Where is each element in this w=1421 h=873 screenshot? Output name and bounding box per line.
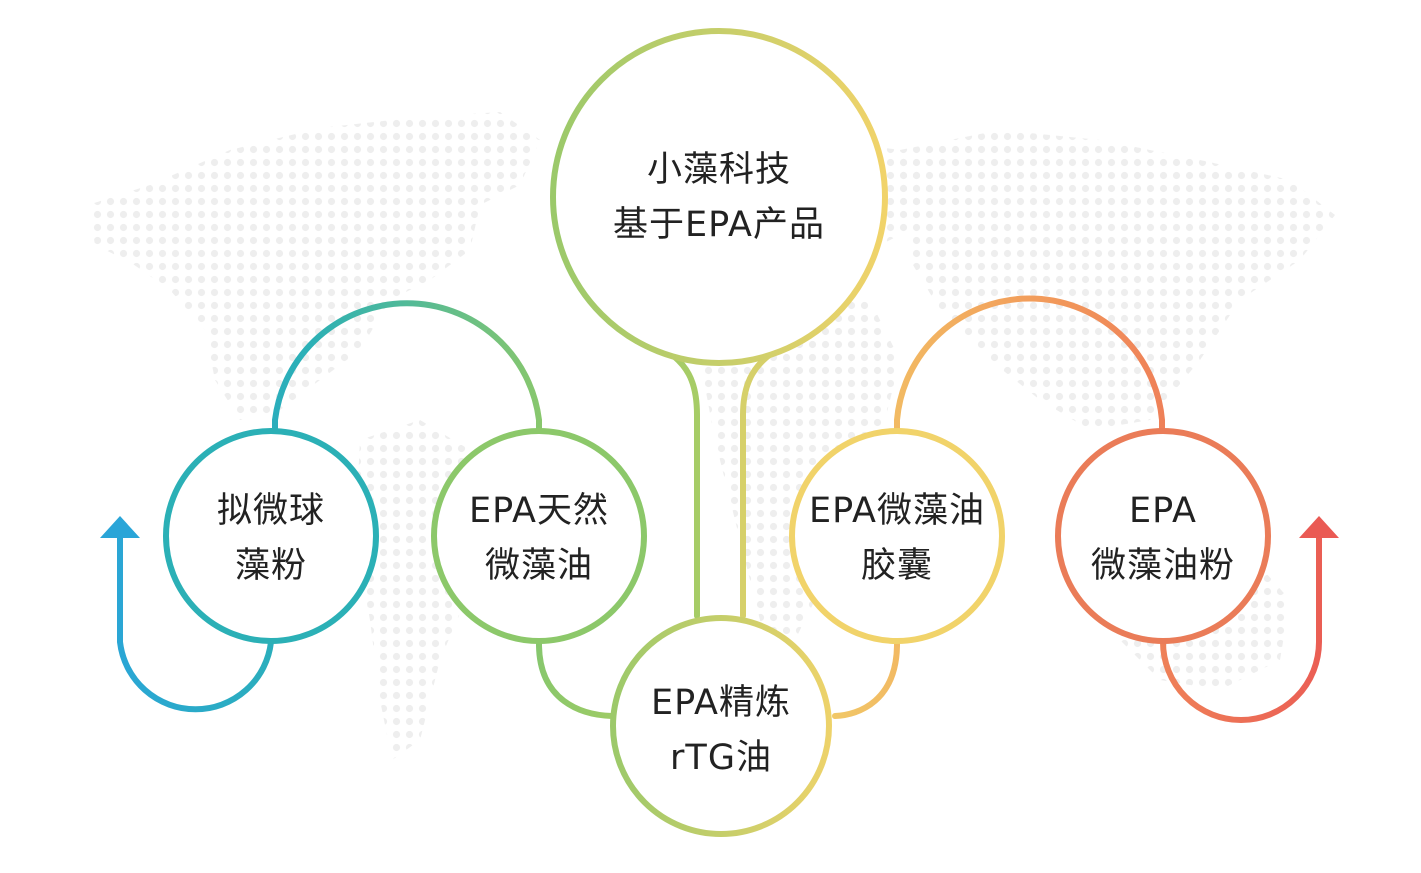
microsphere-powder-label: 拟微球 藻粉 bbox=[171, 484, 371, 594]
product-circle-natural-oil bbox=[431, 428, 647, 644]
product-circle-capsule bbox=[789, 428, 1005, 644]
map-north-america bbox=[88, 112, 540, 420]
hub-label-line1: 小藻科技 bbox=[646, 150, 791, 190]
world-map-background bbox=[88, 112, 1335, 760]
left-arrow-loop bbox=[117, 531, 274, 713]
hub-circle bbox=[550, 28, 888, 366]
right-lower-connector bbox=[832, 639, 900, 719]
up-arrow-left-icon bbox=[100, 516, 140, 538]
algal-oil-capsule-label: EPA微藻油 胶囊 bbox=[787, 484, 1007, 594]
refined-circle bbox=[610, 615, 832, 837]
refined-rtg-oil-label: EPA精炼 rTG油 bbox=[621, 676, 821, 786]
up-arrow-right-icon bbox=[1299, 516, 1339, 538]
natural-oil-label-line1: EPA天然 bbox=[469, 491, 609, 531]
product-circle-microsphere bbox=[163, 428, 379, 644]
microsphere-label-line1: 拟微球 bbox=[216, 491, 325, 531]
natural-algal-oil-label: EPA天然 微藻油 bbox=[439, 484, 639, 594]
map-asia bbox=[900, 130, 1335, 430]
microsphere-label-line2: 藻粉 bbox=[234, 546, 307, 586]
refined-label-line1: EPA精炼 bbox=[651, 683, 791, 723]
oil-powder-label-line1: EPA bbox=[1129, 491, 1197, 531]
left-lower-connector bbox=[536, 639, 615, 719]
hub-label-line2: 基于EPA产品 bbox=[613, 205, 825, 245]
natural-oil-label-line2: 微藻油 bbox=[484, 546, 593, 586]
map-africa bbox=[700, 272, 900, 660]
right-bridge-arc bbox=[894, 295, 1165, 433]
algal-oil-powder-label: EPA 微藻油粉 bbox=[1058, 484, 1268, 594]
circle-nodes bbox=[163, 28, 1271, 837]
refined-label-line2: rTG油 bbox=[670, 738, 772, 778]
capsule-label-line2: 胶囊 bbox=[860, 546, 933, 586]
oil-powder-label-line2: 微藻油粉 bbox=[1090, 546, 1235, 586]
right-arrow-loop bbox=[1160, 531, 1322, 723]
left-bridge-arc bbox=[272, 300, 542, 433]
hub-label: 小藻科技 基于EPA产品 bbox=[569, 143, 869, 253]
hub-stem-left bbox=[649, 340, 700, 619]
product-circle-oil-powder bbox=[1055, 428, 1271, 644]
capsule-label-line1: EPA微藻油 bbox=[809, 491, 985, 531]
